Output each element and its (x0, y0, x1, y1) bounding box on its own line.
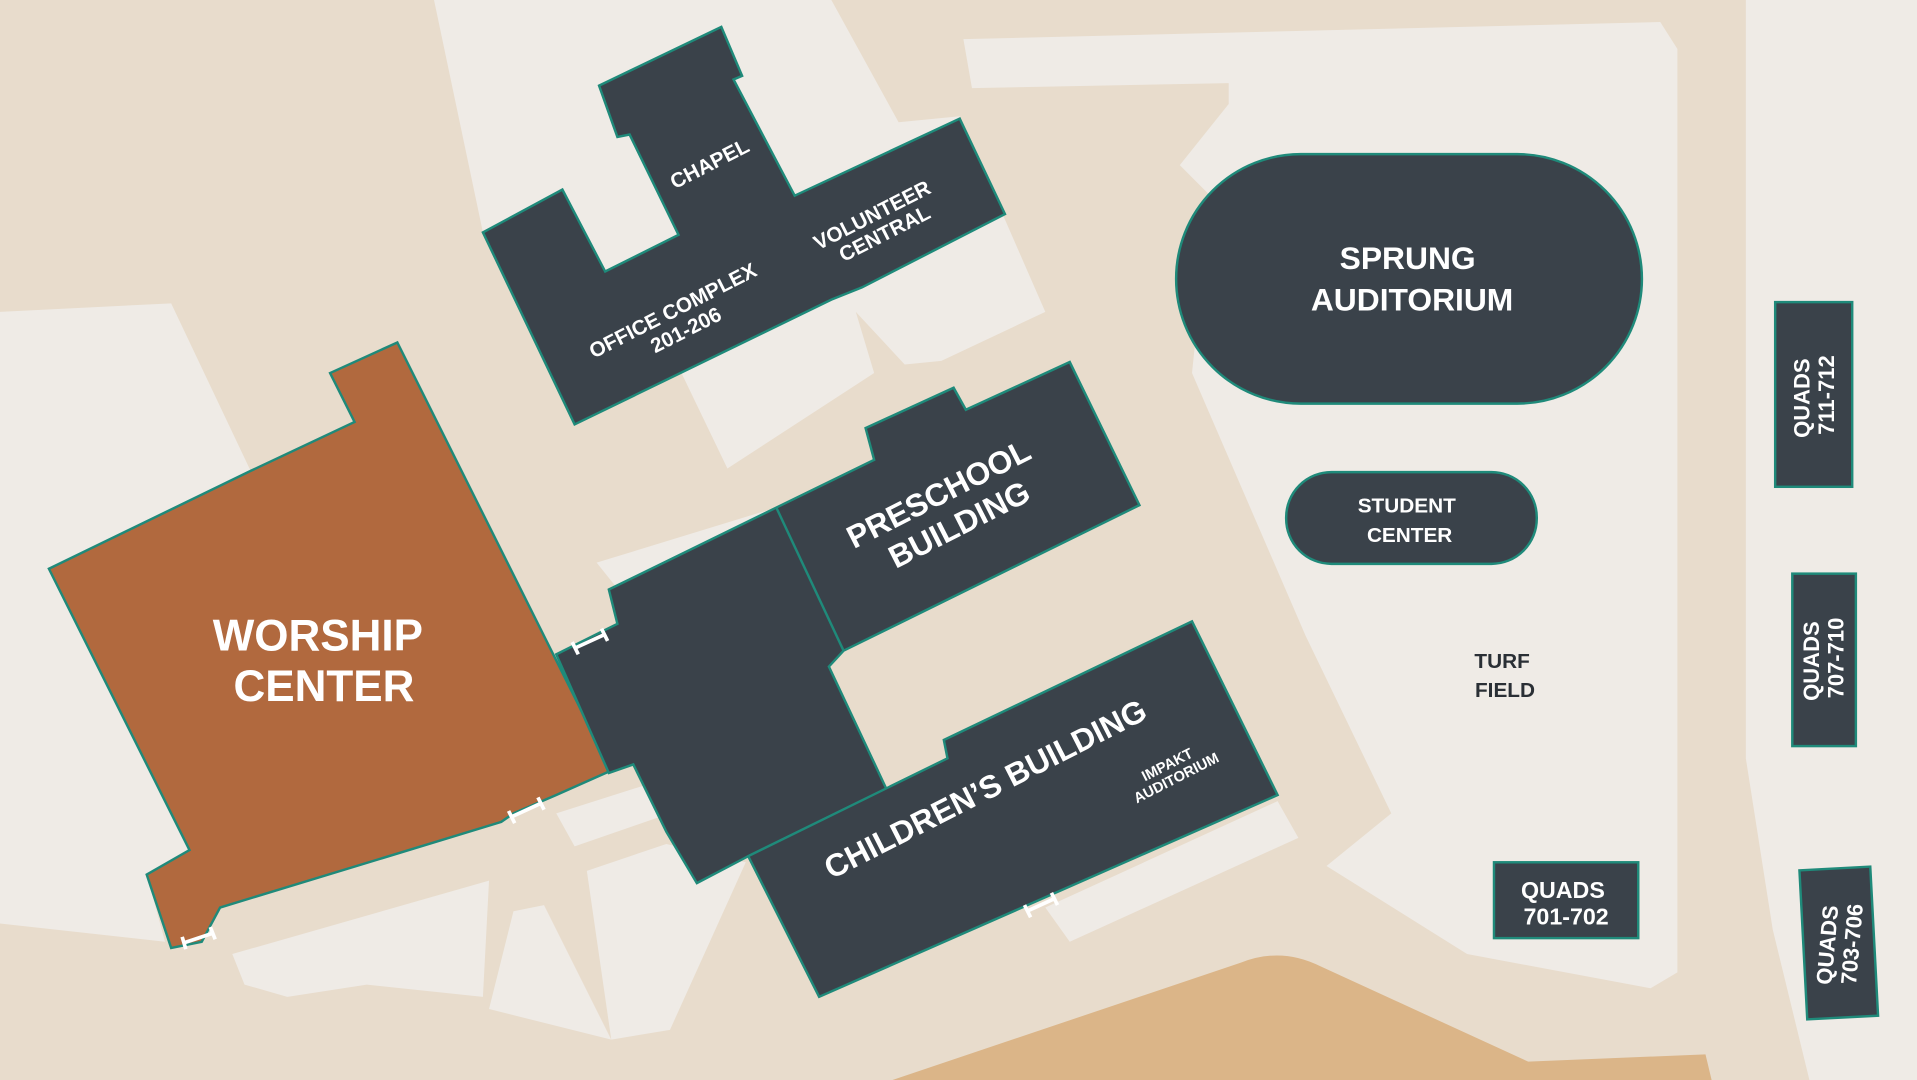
quads-707-710-building[interactable] (1791, 572, 1858, 748)
student-center-label: STUDENT CENTER (1358, 494, 1462, 546)
building-divider (775, 507, 845, 652)
entrance-icon (506, 796, 546, 824)
south-lawn-3 (556, 780, 670, 847)
entrance-icon (180, 926, 217, 950)
quads-701-702-building[interactable] (1492, 861, 1640, 940)
office-complex-building[interactable] (481, 25, 1007, 427)
south-lawn-1 (232, 880, 490, 997)
worship-center-label: WORSHIP CENTER (213, 612, 435, 711)
sand-area (892, 955, 1712, 1080)
quads-707-710-label: QUADS 707-710 (1799, 615, 1848, 701)
worship-center-building[interactable] (47, 340, 613, 950)
preschool-building[interactable] (554, 360, 1142, 885)
entrance-icon (570, 627, 610, 656)
quads-701-702-label: QUADS 701-702 (1521, 877, 1611, 930)
entrance-icon (1022, 892, 1060, 919)
south-lawn-5 (489, 905, 612, 1040)
quads-711-712-label: QUADS 711-712 (1789, 352, 1838, 438)
sprung-auditorium-label: SPRUNG AUDITORIUM (1311, 240, 1513, 318)
quads-711-712-building[interactable] (1773, 300, 1854, 489)
south-lawn-4 (1045, 801, 1299, 942)
south-lawn-2 (586, 843, 746, 1040)
quads-703-706-building[interactable] (1798, 865, 1880, 1021)
student-center-building[interactable] (1284, 470, 1539, 566)
west-lawn (0, 303, 251, 942)
sprung-auditorium-building[interactable] (1174, 152, 1644, 405)
quads-703-706-label: QUADS 703-706 (1811, 898, 1868, 988)
far-east-lawn (1745, 0, 1917, 1080)
entrance-icons (180, 627, 1060, 950)
turf-field-label: TURF FIELD (1474, 650, 1535, 702)
childrens-building[interactable] (746, 619, 1280, 999)
